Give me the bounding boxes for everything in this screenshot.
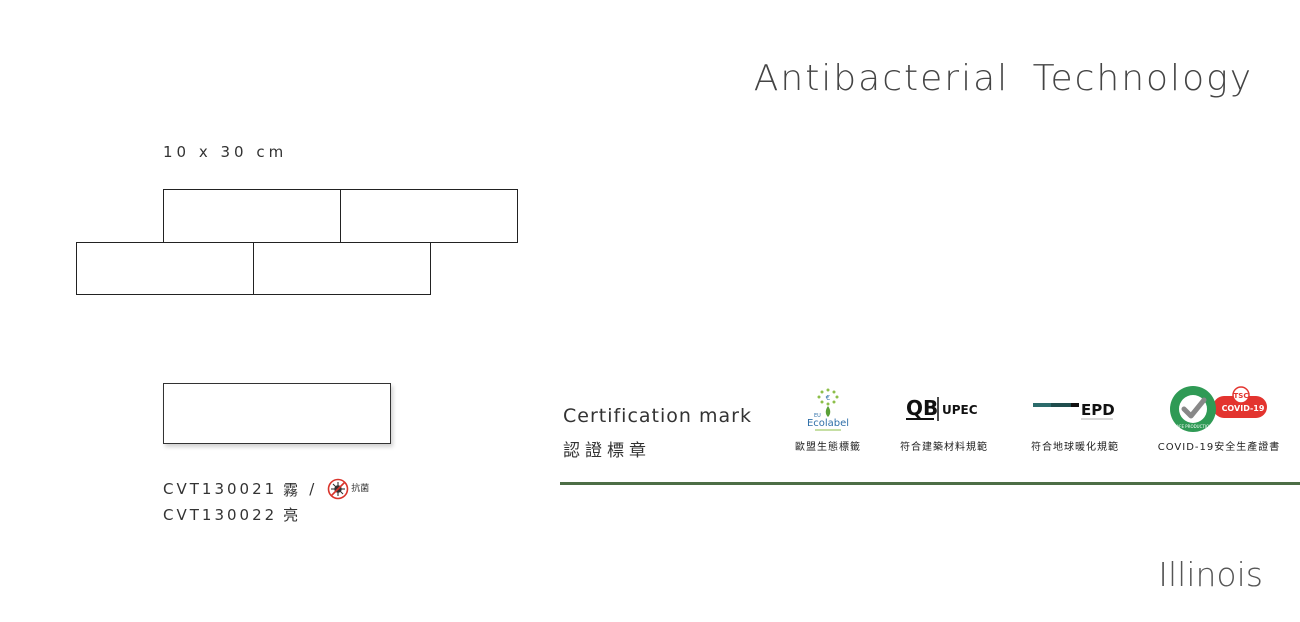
antibacterial-icon	[327, 478, 349, 500]
series-name: Illinois	[1158, 555, 1263, 594]
certification-title: Certification mark	[563, 405, 752, 427]
covid-safe-logo: COVID-19 TSC SAFE PRODUCTION	[1146, 384, 1292, 434]
antibacterial-badge: 抗菌	[327, 478, 370, 500]
sample-tile	[163, 383, 391, 444]
covid-safe-production-icon: COVID-19 TSC SAFE PRODUCTION	[1170, 386, 1267, 432]
product-finish: 亮	[283, 506, 302, 524]
product-code: CVT130021	[163, 480, 278, 498]
tile-size-label: 10 x 30 cm	[163, 143, 288, 161]
section-divider	[560, 482, 1300, 485]
epd-icon: EPD	[1033, 401, 1115, 420]
tile-outline	[253, 242, 431, 295]
svg-text:EPD: EPD	[1081, 401, 1115, 419]
tile-outline	[340, 189, 518, 243]
cert-qb-upec: QB UPEC 符合建築材料規範	[889, 384, 999, 453]
cert-caption: 歐盟生態標籤	[795, 442, 861, 453]
svg-text:Ecolabel: Ecolabel	[807, 418, 849, 429]
epd-logo: EPD	[1020, 384, 1130, 434]
cert-epd: EPD 符合地球暖化規範	[1020, 384, 1130, 453]
svg-text:UPEC: UPEC	[942, 403, 978, 417]
cert-caption: 符合建築材料規範	[900, 442, 988, 453]
product-code-line: CVT130021 霧 / 抗菌	[163, 478, 370, 500]
svg-text:€: €	[826, 394, 830, 402]
qb-upec-icon: QB UPEC	[906, 396, 978, 421]
cert-covid-safe: COVID-19 TSC SAFE PRODUCTION COVID-19安全生…	[1146, 384, 1292, 453]
tile-outline	[76, 242, 254, 295]
ecolabel-logo: € EU Ecolabel	[782, 384, 874, 434]
page-title: Antibacterial Technology	[753, 58, 1253, 99]
certification-subtitle: 認證標章	[563, 441, 651, 461]
svg-text:TSC: TSC	[1234, 392, 1249, 400]
svg-text:SAFE PRODUCTION: SAFE PRODUCTION	[1174, 424, 1212, 429]
svg-text:EU: EU	[814, 413, 821, 419]
separator: /	[309, 480, 318, 498]
cert-ecolabel: € EU Ecolabel 歐盟生態標籤	[782, 384, 874, 453]
qb-upec-logo: QB UPEC	[889, 384, 999, 434]
svg-text:COVID-19: COVID-19	[1222, 404, 1265, 413]
svg-text:QB: QB	[906, 396, 938, 420]
ecolabel-flower-icon: € EU Ecolabel	[807, 388, 849, 431]
antibacterial-badge-text: 抗菌	[351, 483, 370, 494]
product-code-line: CVT130022 亮	[163, 504, 301, 525]
product-code: CVT130022	[163, 505, 278, 524]
cert-caption: COVID-19安全生產證書	[1157, 442, 1281, 453]
cert-caption: 符合地球暖化規範	[1031, 442, 1119, 453]
product-finish: 霧	[283, 480, 302, 499]
tile-outline	[163, 189, 341, 243]
